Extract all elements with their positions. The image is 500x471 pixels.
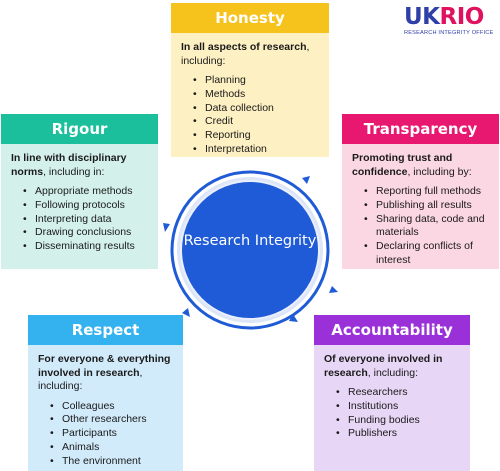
- rigour-title: Rigour: [1, 114, 158, 144]
- list-item: Publishers: [336, 427, 462, 441]
- ukrio-logo: UKRIO RESEARCH INTEGRITY OFFICE: [404, 5, 496, 41]
- rigour-intro: In line with disciplinary norms, includi…: [11, 152, 127, 178]
- list-item: Reporting full methods: [364, 185, 491, 199]
- arrowhead-bottom-left: [182, 308, 190, 317]
- arrowhead-top-right: [302, 176, 310, 184]
- respect-list: Colleagues Other researchers Participant…: [38, 400, 175, 469]
- list-item: Declaring conflicts of interest: [364, 240, 491, 268]
- transparency-title: Transparency: [342, 114, 499, 144]
- list-item: Interpretation: [193, 143, 321, 157]
- respect-intro: For everyone & everything involved in re…: [38, 353, 171, 392]
- center-circle: [180, 180, 320, 320]
- transparency-list: Reporting full methods Publishing all re…: [352, 185, 491, 268]
- logo-subtitle: RESEARCH INTEGRITY OFFICE: [404, 30, 494, 36]
- honesty-list: Planning Methods Data collection Credit …: [181, 74, 321, 157]
- center-label: Research Integrity: [183, 233, 317, 249]
- transparency-intro: Promoting trust and confidence, includin…: [352, 152, 472, 178]
- list-item: Following protocols: [23, 199, 150, 213]
- rigour-list: Appropriate methods Following protocols …: [11, 185, 150, 254]
- list-item: Sharing data, code and materials: [364, 213, 491, 241]
- accountability-intro: Of everyone involved in research, includ…: [324, 353, 443, 379]
- list-item: Participants: [50, 427, 175, 441]
- accountability-card: Accountability Of everyone involved in r…: [314, 315, 470, 471]
- arrowhead-left: [163, 223, 170, 232]
- list-item: Other researchers: [50, 413, 175, 427]
- list-item: Institutions: [336, 400, 462, 414]
- logo-rio: RIO: [439, 4, 485, 30]
- outer-ring: [170, 170, 330, 330]
- accountability-list: Researchers Institutions Funding bodies …: [324, 386, 462, 441]
- list-item: Methods: [193, 88, 321, 102]
- list-item: Funding bodies: [336, 414, 462, 428]
- list-item: Animals: [50, 441, 175, 455]
- list-item: Colleagues: [50, 400, 175, 414]
- list-item: The environment: [50, 455, 175, 469]
- list-item: Researchers: [336, 386, 462, 400]
- list-item: Appropriate methods: [23, 185, 150, 199]
- rigour-card: Rigour In line with disciplinary norms, …: [1, 114, 158, 269]
- accountability-title: Accountability: [314, 315, 470, 345]
- list-item: Disseminating results: [23, 240, 150, 254]
- logo-uk: UK: [404, 4, 440, 30]
- arrowhead-right-bottom: [329, 286, 338, 293]
- list-item: Credit: [193, 115, 321, 129]
- research-integrity-diagram: [163, 170, 338, 330]
- honesty-intro: In all aspects of research, including:: [181, 41, 310, 67]
- list-item: Planning: [193, 74, 321, 88]
- list-item: Drawing conclusions: [23, 226, 150, 240]
- respect-card: Respect For everyone & everything involv…: [28, 315, 183, 471]
- honesty-title: Honesty: [171, 3, 329, 33]
- list-item: Data collection: [193, 102, 321, 116]
- list-item: Reporting: [193, 129, 321, 143]
- transparency-card: Transparency Promoting trust and confide…: [342, 114, 499, 269]
- list-item: Interpreting data: [23, 213, 150, 227]
- honesty-card: Honesty In all aspects of research, incl…: [171, 3, 329, 157]
- list-item: Publishing all results: [364, 199, 491, 213]
- arrowhead-bottom: [289, 314, 298, 322]
- respect-title: Respect: [28, 315, 183, 345]
